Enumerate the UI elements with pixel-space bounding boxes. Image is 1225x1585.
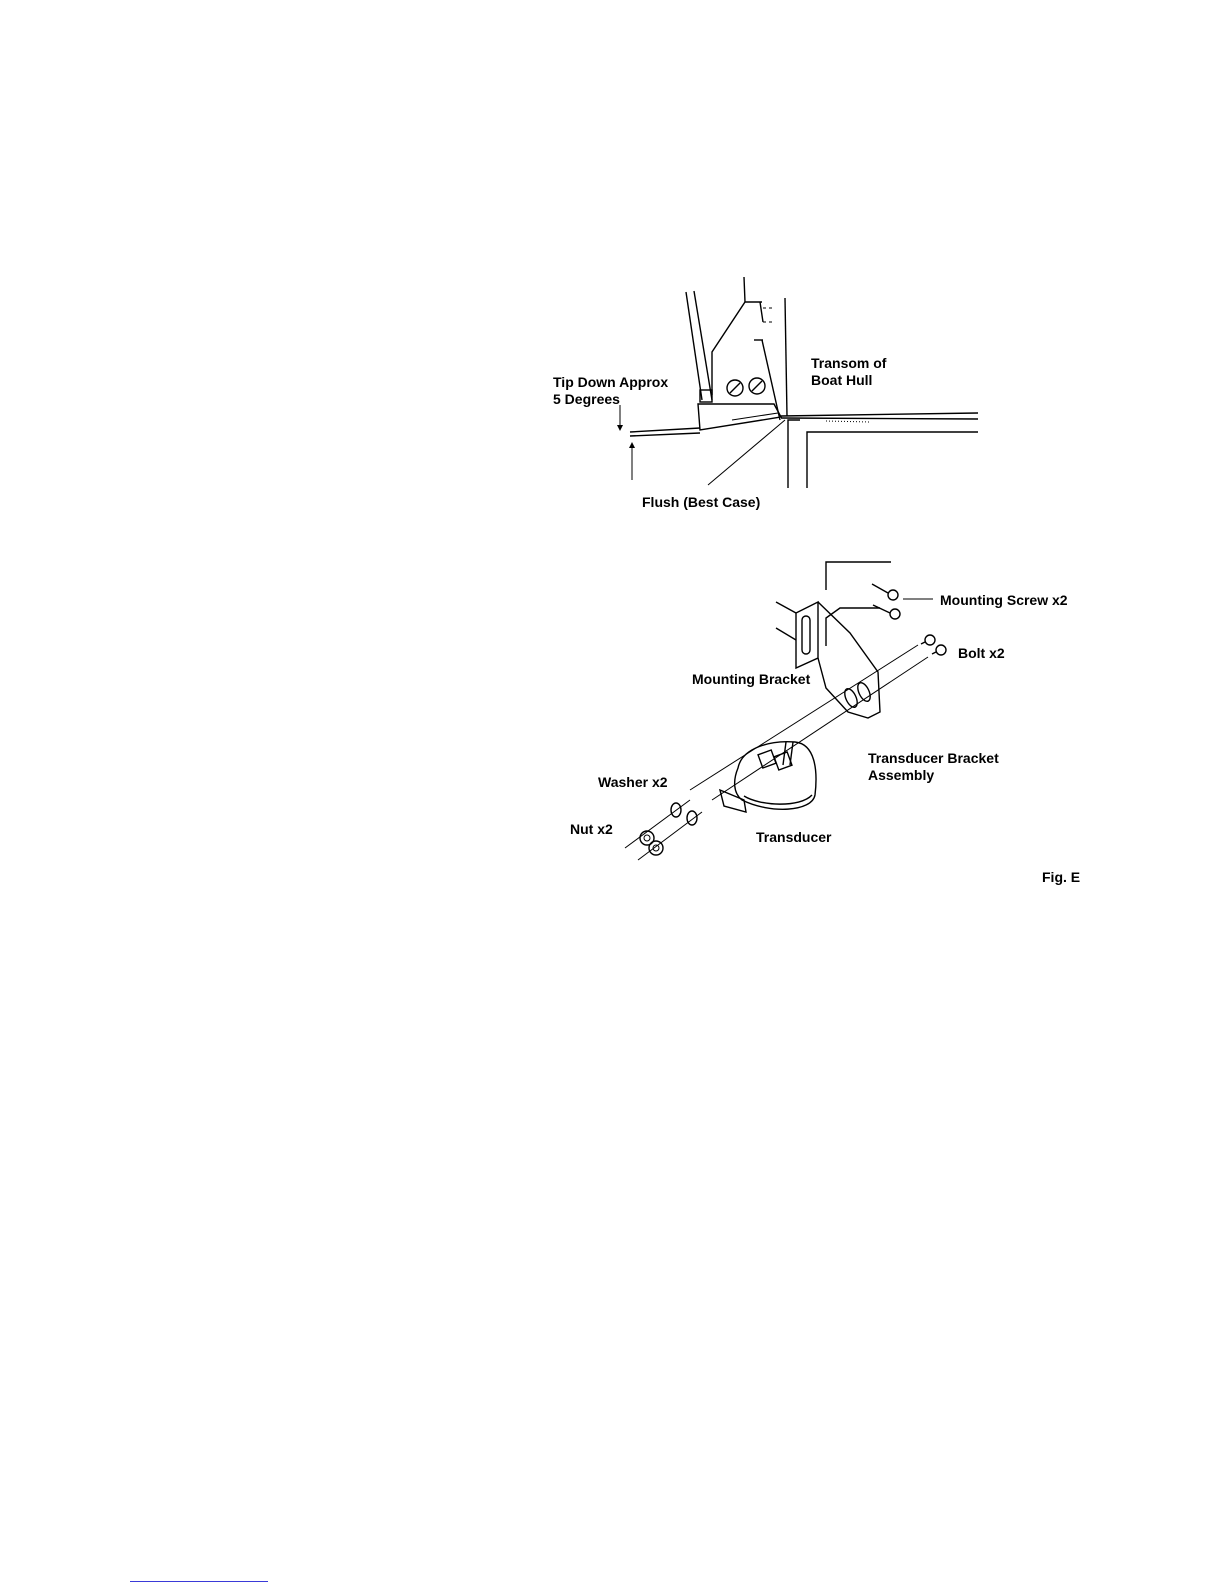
footer-rule bbox=[130, 1581, 268, 1582]
nut-icon bbox=[649, 841, 663, 855]
transom-plate-inner bbox=[826, 608, 880, 646]
bracket-plate-side bbox=[762, 340, 780, 420]
tip-down-label-line1: Tip Down Approx bbox=[553, 374, 668, 390]
stem-left-edge bbox=[686, 292, 702, 400]
transducer-label: Transducer bbox=[756, 829, 832, 845]
transducer-part bbox=[720, 742, 816, 812]
exploded-view-diagram: Mounting Screw x2 Bolt x2 Mounting Brack… bbox=[570, 562, 1068, 860]
bolt-label: Bolt x2 bbox=[958, 645, 1005, 661]
transom-label-line2: Boat Hull bbox=[811, 372, 872, 388]
transom-top bbox=[744, 277, 745, 302]
transducer-bracket-label-line2: Assembly bbox=[868, 767, 934, 783]
side-view-diagram: Tip Down Approx 5 Degrees Transom of Boa… bbox=[553, 277, 978, 510]
tilt-reference-line bbox=[630, 433, 700, 436]
hull-texture bbox=[826, 421, 870, 422]
transducer-body bbox=[698, 404, 781, 430]
washer-icon bbox=[687, 811, 697, 825]
bracket-screw-icon bbox=[727, 380, 743, 396]
transducer-bracket-label-line1: Transducer Bracket bbox=[868, 750, 999, 766]
bracket-plate-edge bbox=[760, 302, 763, 322]
mounting-screw-label: Mounting Screw x2 bbox=[940, 592, 1068, 608]
tip-down-label-line2: 5 Degrees bbox=[553, 391, 620, 407]
transom-face bbox=[785, 298, 787, 416]
hull-bottom-line bbox=[781, 418, 978, 419]
figure-id-label: Fig. E bbox=[1042, 869, 1080, 885]
mounting-bracket-label: Mounting Bracket bbox=[692, 671, 811, 687]
mounting-bracket-part bbox=[776, 602, 880, 718]
flush-leader-line bbox=[708, 420, 785, 485]
mounting-screw-icon bbox=[872, 584, 898, 600]
washer-label: Washer x2 bbox=[598, 774, 668, 790]
mounting-screw-icon bbox=[873, 605, 900, 619]
transom-plate-top bbox=[826, 562, 891, 590]
stem-right-edge bbox=[694, 291, 712, 400]
transom-label-line1: Transom of bbox=[811, 355, 887, 371]
hull-inner-edge bbox=[807, 432, 978, 488]
hull-corner bbox=[788, 420, 800, 488]
tilt-reference-line bbox=[630, 428, 700, 432]
bracket-plate-outline bbox=[712, 302, 762, 395]
bracket-screw-icon bbox=[749, 378, 765, 394]
bolt-icon bbox=[921, 635, 935, 645]
flush-label: Flush (Best Case) bbox=[642, 494, 760, 510]
hull-bottom-line bbox=[781, 413, 978, 416]
bolt-axis-line bbox=[638, 812, 702, 860]
bolt-icon bbox=[932, 645, 946, 655]
nut-label: Nut x2 bbox=[570, 821, 613, 837]
